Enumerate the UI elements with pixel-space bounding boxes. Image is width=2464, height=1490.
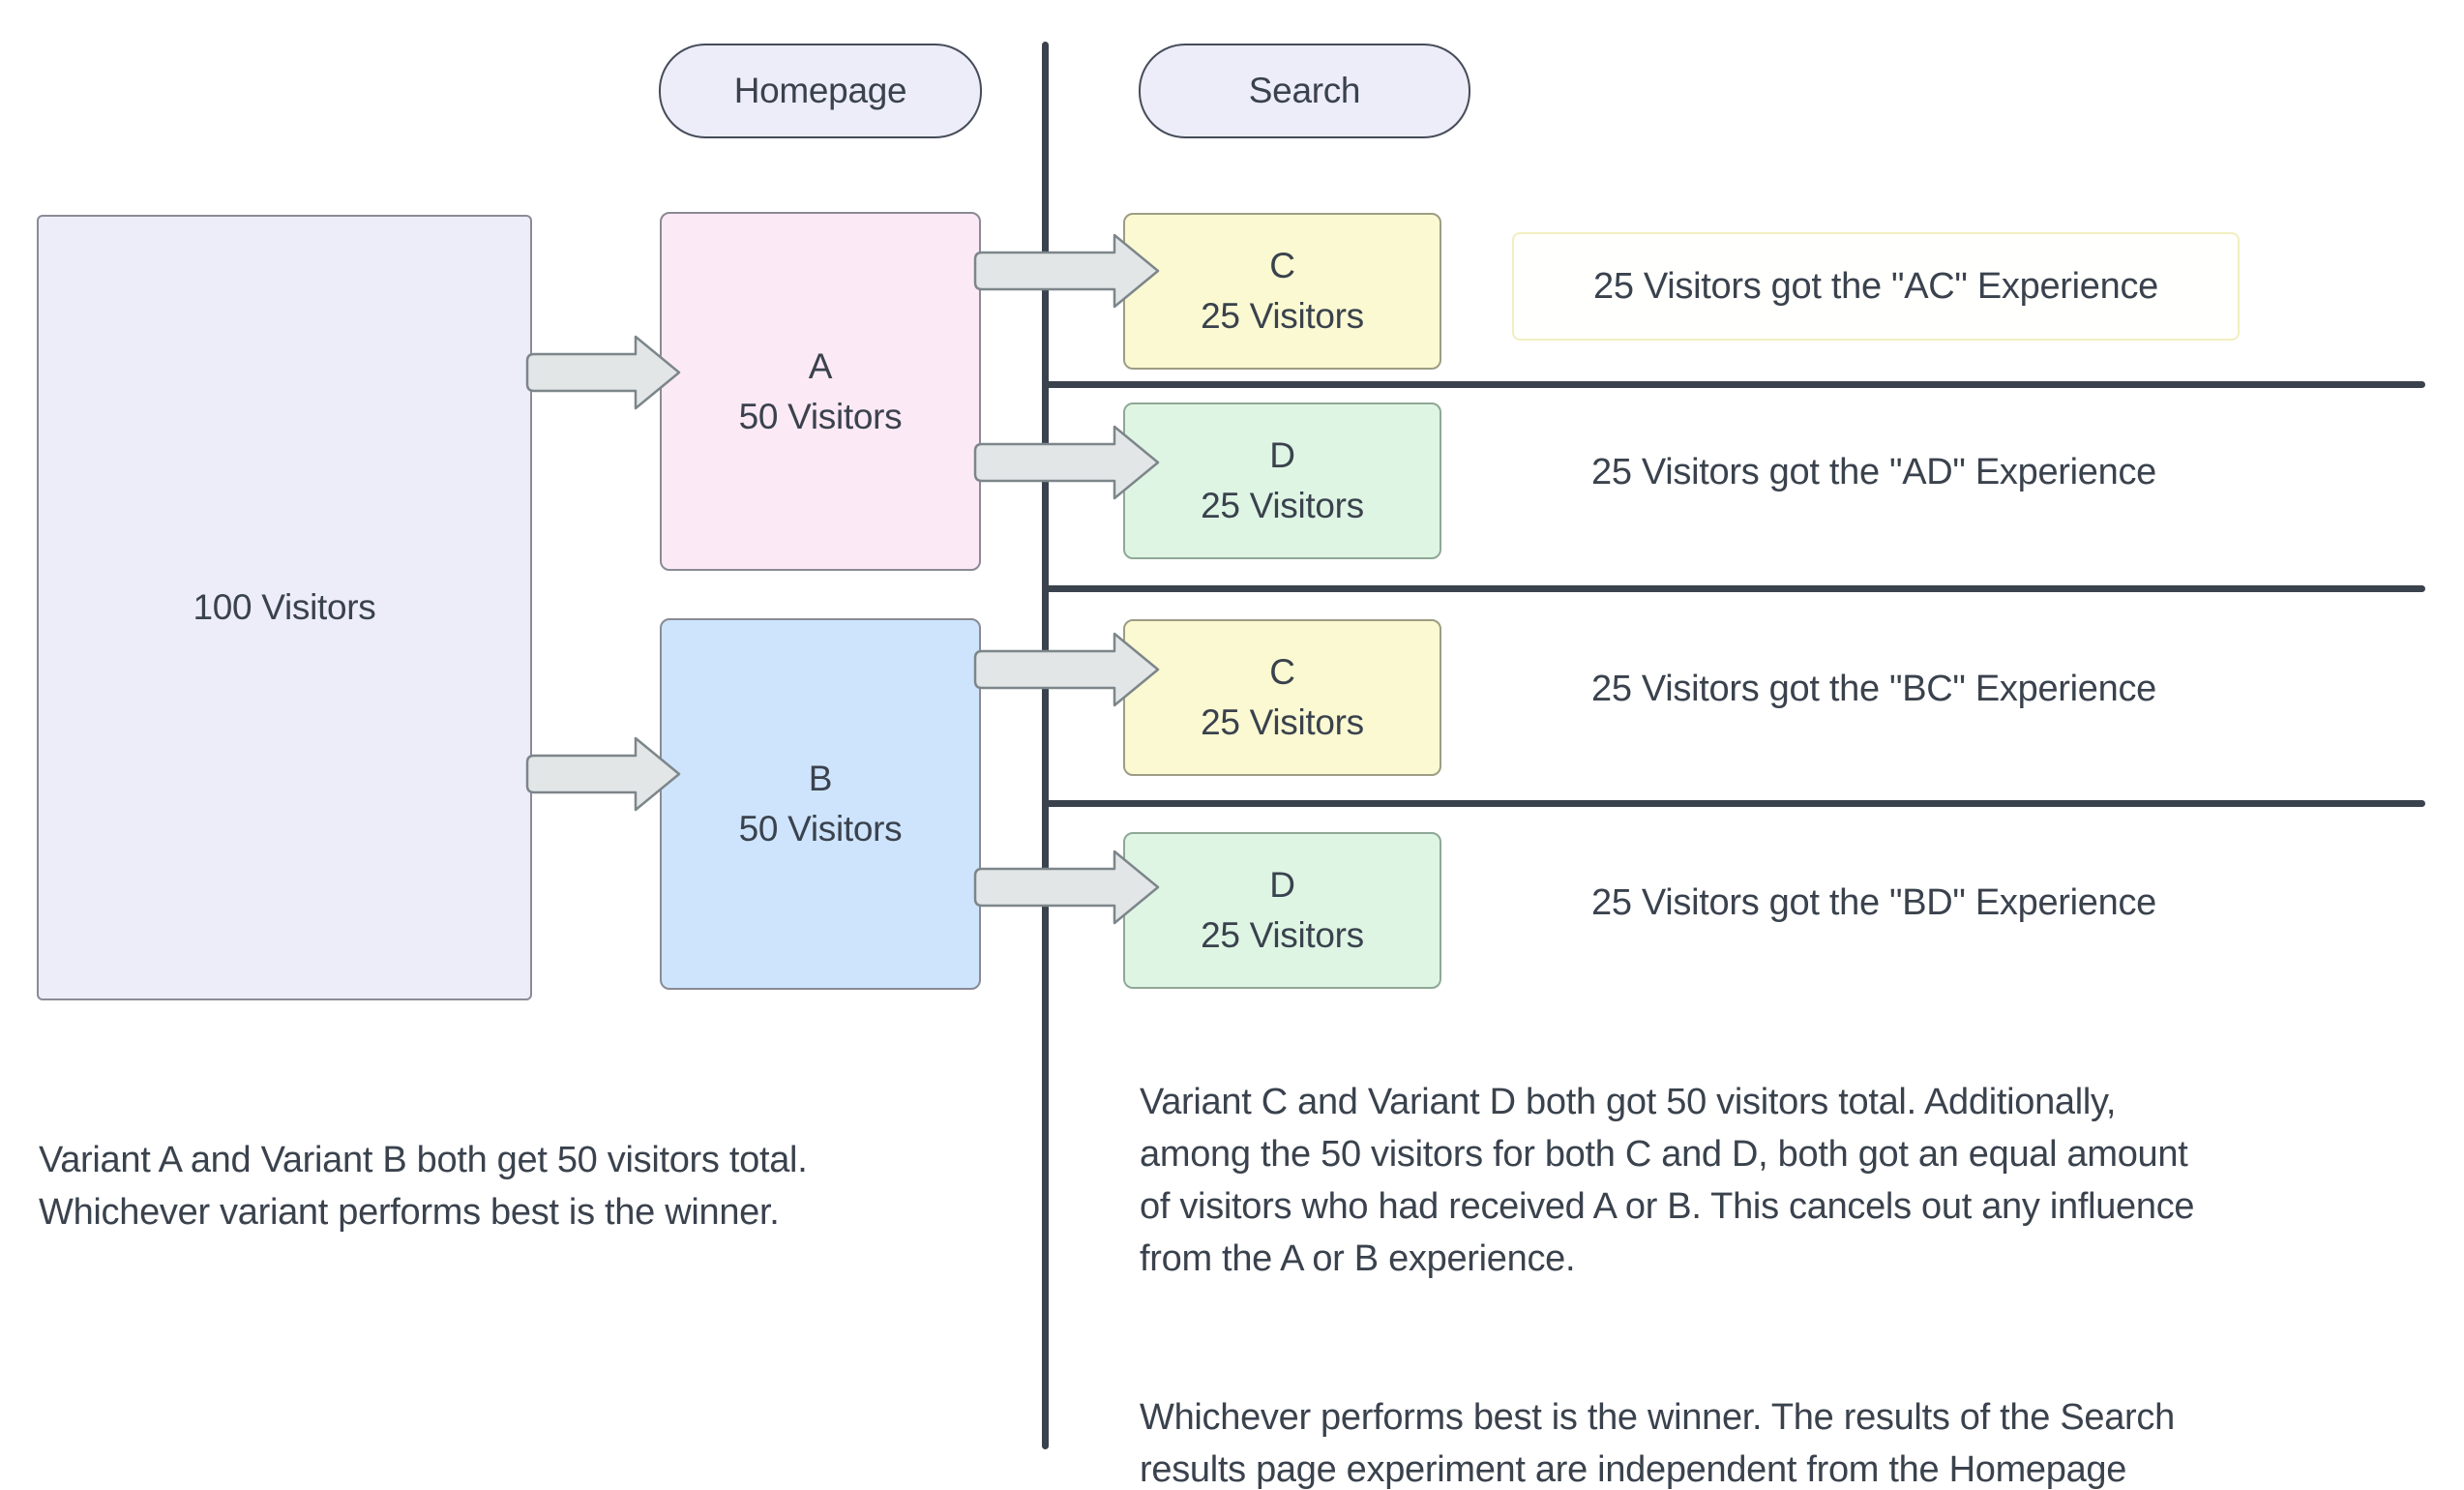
variant-d-from-b-count: 25 Visitors <box>1201 915 1364 955</box>
variant-b-name: B <box>808 759 833 798</box>
note-homepage-experiment: Variant A and Variant B both get 50 visi… <box>39 1140 808 1233</box>
variant-b-node: B 50 Visitors <box>660 618 981 990</box>
variant-d-from-a-name: D <box>1269 435 1295 475</box>
variant-a-count: 50 Visitors <box>738 396 903 436</box>
search-label-text: Search <box>1248 71 1361 110</box>
note-search-paragraph-2: Whichever performs best is the winner. T… <box>1140 1397 2175 1490</box>
variant-d-from-b-name: D <box>1269 865 1295 905</box>
note-search-experiment: Variant C and Variant D both got 50 visi… <box>1140 1024 2460 1490</box>
row-separator-ac-ad <box>1042 381 2425 388</box>
arrow-visitors-to-b-icon <box>525 736 681 812</box>
experience-row-ad: 25 Visitors got the "AD" Experience <box>1512 420 2236 524</box>
experience-row-ac: 25 Visitors got the "AC" Experience <box>1512 232 2240 341</box>
arrow-b-to-c-icon <box>973 632 1160 707</box>
experience-ac-text: 25 Visitors got the "AC" Experience <box>1593 265 2158 307</box>
variant-c-from-a-node: C 25 Visitors <box>1123 213 1441 370</box>
visitors-node-label: 100 Visitors <box>193 587 376 627</box>
variant-a-node: A 50 Visitors <box>660 212 981 571</box>
variant-d-from-a-count: 25 Visitors <box>1201 486 1364 525</box>
experience-row-bd: 25 Visitors got the "BD" Experience <box>1512 850 2236 955</box>
variant-a-name: A <box>808 345 833 386</box>
lane-label-homepage: Homepage <box>659 44 982 138</box>
variant-d-from-b-node: D 25 Visitors <box>1123 832 1441 989</box>
arrow-a-to-d-icon <box>973 425 1160 500</box>
arrow-a-to-c-icon <box>973 233 1160 309</box>
variant-c-from-a-count: 25 Visitors <box>1201 296 1364 336</box>
variant-c-from-b-name: C <box>1269 652 1295 692</box>
experience-bd-text: 25 Visitors got the "BD" Experience <box>1591 881 2156 923</box>
variant-c-from-b-count: 25 Visitors <box>1201 702 1364 742</box>
arrow-visitors-to-a-icon <box>525 335 681 410</box>
variant-c-from-a-name: C <box>1269 246 1295 285</box>
visitors-node: 100 Visitors <box>37 215 532 1000</box>
note-search-paragraph-1: Variant C and Variant D both got 50 visi… <box>1140 1082 2195 1279</box>
variant-b-count: 50 Visitors <box>738 809 903 849</box>
lane-divider-line <box>1042 42 1049 1449</box>
experience-bc-text: 25 Visitors got the "BC" Experience <box>1591 668 2156 709</box>
variant-d-from-a-node: D 25 Visitors <box>1123 402 1441 559</box>
row-separator-bc-bd <box>1042 800 2425 807</box>
row-separator-ad-bc <box>1042 585 2425 592</box>
experience-ad-text: 25 Visitors got the "AD" Experience <box>1591 451 2156 492</box>
homepage-label-text: Homepage <box>733 71 907 110</box>
lane-label-search: Search <box>1139 44 1470 138</box>
variant-c-from-b-node: C 25 Visitors <box>1123 619 1441 776</box>
arrow-b-to-d-icon <box>973 849 1160 925</box>
experience-row-bc: 25 Visitors got the "BC" Experience <box>1512 637 2236 741</box>
